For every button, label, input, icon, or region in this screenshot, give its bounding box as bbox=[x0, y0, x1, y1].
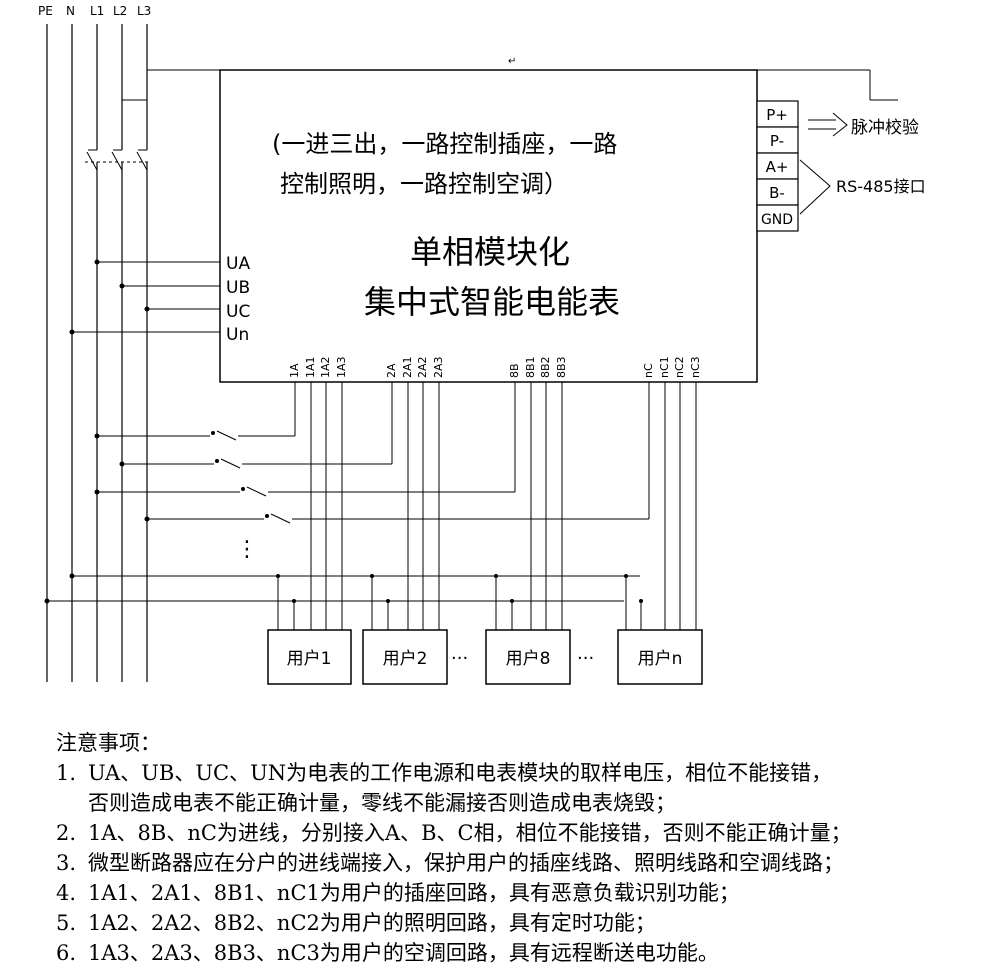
note-item: 4.1A1、2A1、8B1、nC1为用户的插座回路，具有恶意负载识别功能； bbox=[56, 881, 740, 905]
user-box-8 bbox=[485, 629, 571, 685]
svg-text:nC: nC bbox=[642, 363, 655, 378]
svg-text:nC2: nC2 bbox=[673, 356, 686, 378]
meter-subtitle-line2: 控制照明，一路控制空调） bbox=[280, 170, 568, 198]
notes-title: 注意事项： bbox=[56, 731, 161, 755]
voltage-inputs: UA UB UC Un bbox=[69, 254, 250, 345]
horizontal-ellipsis-2: ··· bbox=[577, 648, 594, 669]
input-un: Un bbox=[226, 325, 249, 345]
branch-breakers bbox=[94, 382, 650, 524]
notes-list: 1.UA、UB、UC、UN为电表的工作电源和电表模块的取样电压，相位不能接错， … bbox=[56, 758, 986, 968]
user-label-n: 用户n bbox=[638, 649, 683, 669]
svg-text:1A3: 1A3 bbox=[335, 356, 348, 378]
meter-title-line1: 单相模块化 bbox=[410, 233, 570, 271]
meter-title-line2: 集中式智能电能表 bbox=[364, 283, 620, 321]
svg-text:8B: 8B bbox=[508, 363, 521, 378]
svg-text:8B1: 8B1 bbox=[524, 356, 537, 378]
pulse-label: 脉冲校验 bbox=[851, 118, 919, 138]
svg-text:2A: 2A bbox=[385, 363, 398, 378]
output-terminal-labels: 1A 1A1 1A2 1A3 2A 2A1 2A2 2A3 8B 8B1 8B2… bbox=[288, 356, 702, 378]
terminal-b-minus: B- bbox=[769, 184, 785, 202]
bus-label-n: N bbox=[66, 4, 75, 18]
rs485-bracket bbox=[799, 159, 831, 215]
bus-label-l3: L3 bbox=[137, 4, 151, 18]
bus-lines bbox=[46, 24, 148, 682]
note-item: 6.1A3、2A3、8B3、nC3为用户的空调回路，具有远程断送电功能。 bbox=[56, 941, 719, 965]
input-uc: UC bbox=[226, 302, 250, 322]
wiring-diagram: PE N L1 L2 L3 ↵ (一进三出，一路控制插座，一路 控制照明，一路控… bbox=[38, 4, 926, 685]
meter-box bbox=[219, 69, 758, 383]
svg-text:8B3: 8B3 bbox=[555, 356, 568, 378]
vertical-ellipsis: ⋮ bbox=[236, 537, 258, 562]
bus-label-l2: L2 bbox=[113, 4, 127, 18]
note-item: 2.1A、8B、nC为进线，分别接入A、B、C相，相位不能接错，否则不能正确计量… bbox=[56, 821, 852, 845]
outgoing-circuits bbox=[310, 382, 697, 630]
svg-text:2A3: 2A3 bbox=[432, 356, 445, 378]
user-box-n bbox=[617, 629, 703, 685]
user-boxes: 用户1 用户2 用户8 用户n ··· ··· bbox=[267, 629, 703, 685]
notes-section: 注意事项： 1.UA、UB、UC、UN为电表的工作电源和电表模块的取样电压，相位… bbox=[56, 728, 986, 968]
user-label-8: 用户8 bbox=[506, 649, 551, 669]
svg-text:nC3: nC3 bbox=[689, 356, 702, 378]
svg-text:1A2: 1A2 bbox=[319, 356, 332, 378]
note-item: 3.微型断路器应在分户的进线端接入，保护用户的插座线路、照明线路和空调线路； bbox=[56, 851, 844, 875]
svg-text:1A1: 1A1 bbox=[304, 356, 317, 378]
bus-label-pe: PE bbox=[38, 4, 53, 18]
user-box-2 bbox=[362, 629, 448, 685]
svg-text:2A2: 2A2 bbox=[416, 356, 429, 378]
neutral-pe-distribution bbox=[44, 573, 643, 630]
note-item: 5.1A2、2A2、8B2、nC2为用户的照明回路，具有定时功能； bbox=[56, 911, 656, 935]
terminal-p-plus: P+ bbox=[766, 106, 788, 124]
svg-text:1A: 1A bbox=[288, 363, 301, 378]
rs485-label: RS-485接口 bbox=[836, 177, 926, 196]
user-label-2: 用户2 bbox=[383, 649, 428, 669]
meter-subtitle-line1: (一进三出，一路控制插座，一路 bbox=[272, 130, 617, 158]
input-ub: UB bbox=[226, 278, 250, 298]
svg-text:8B2: 8B2 bbox=[539, 356, 552, 378]
terminal-gnd: GND bbox=[761, 212, 793, 228]
user-box-1 bbox=[267, 629, 352, 685]
svg-text:nC1: nC1 bbox=[658, 356, 671, 378]
input-ua: UA bbox=[226, 254, 250, 274]
terminal-a-plus: A+ bbox=[766, 158, 789, 176]
pulse-arrow-icon bbox=[808, 112, 848, 137]
note-item: 1.UA、UB、UC、UN为电表的工作电源和电表模块的取样电压，相位不能接错， … bbox=[56, 761, 833, 815]
horizontal-ellipsis-1: ··· bbox=[451, 648, 468, 669]
user-label-1: 用户1 bbox=[287, 649, 332, 669]
main-breaker bbox=[85, 149, 150, 171]
return-mark: ↵ bbox=[508, 56, 516, 67]
svg-text:2A1: 2A1 bbox=[401, 356, 414, 378]
terminal-p-minus: P- bbox=[770, 132, 784, 150]
bus-label-l1: L1 bbox=[90, 4, 104, 18]
side-terminals: P+ P- A+ B- GND bbox=[756, 100, 799, 232]
